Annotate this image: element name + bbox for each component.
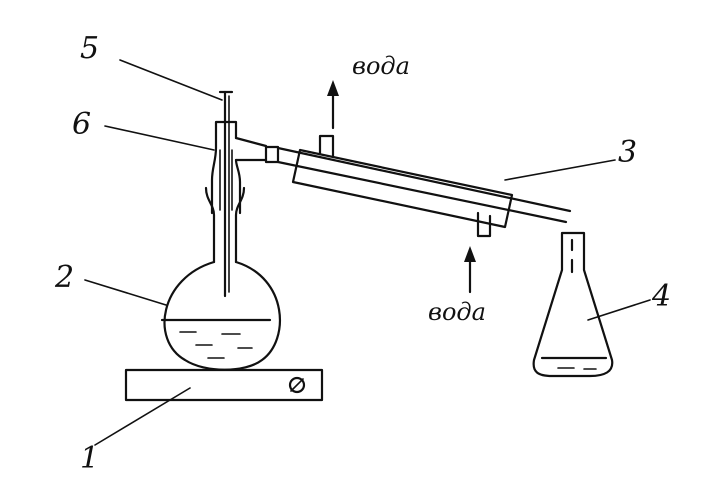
round-bottom-flask (160, 186, 281, 371)
liebig-condenser (276, 134, 572, 238)
receiver-flask (532, 231, 614, 378)
water-in-label: вода (428, 298, 486, 326)
label-flask: 2 (54, 260, 74, 295)
label-adapter: 6 (72, 107, 91, 142)
heating-plate (124, 368, 324, 402)
label-receiver: 4 (651, 279, 671, 314)
water-out-label: вода (352, 52, 410, 80)
water-out-arrow (327, 80, 339, 130)
label-heater: 1 (80, 441, 99, 476)
water-in-arrow (464, 246, 476, 294)
label-thermometer: 5 (80, 31, 99, 66)
distillation-adapter (210, 120, 280, 215)
thermometer (218, 90, 234, 298)
leader-lines (84, 59, 651, 446)
label-condenser: 3 (618, 135, 637, 170)
